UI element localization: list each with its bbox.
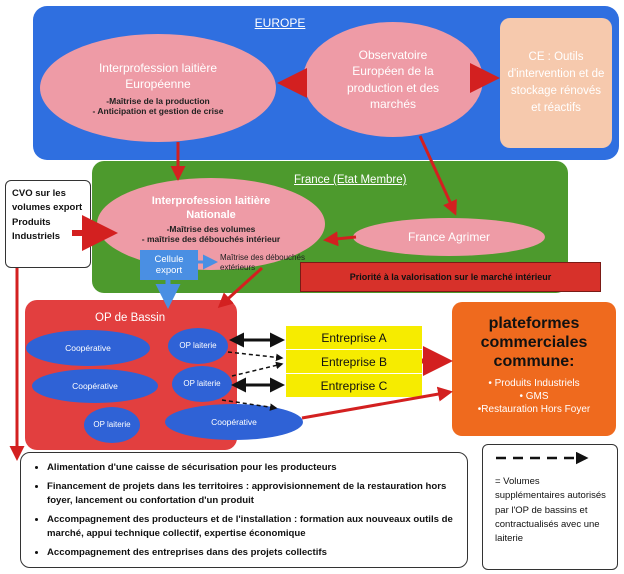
- europe-title: EUROPE: [254, 16, 306, 30]
- plateformes-title: plateformes commerciales commune:: [480, 315, 588, 371]
- op-laiterie-1: OP laiterie: [168, 328, 228, 364]
- ce-outils-label: CE : Outils d'intervention et de stockag…: [507, 50, 605, 115]
- arrow-nationale-to-op-bassin: [217, 266, 264, 309]
- france-agrimer-label: France Agrimer: [407, 230, 491, 244]
- entreprise-b-label: Entreprise B: [320, 354, 388, 369]
- cooperative-2: Coopérative: [32, 369, 158, 403]
- interprofession-nationale-title: Interprofession laitière Nationale: [151, 194, 271, 221]
- cooperative-1-label: Coopérative: [65, 343, 111, 353]
- cooperative-3: Coopérative: [165, 404, 303, 440]
- france-agrimer: France Agrimer: [353, 218, 545, 256]
- interprofession-europeenne-title: Interprofession laitière Européenne: [98, 60, 218, 91]
- entreprise-c: Entreprise C: [286, 374, 422, 397]
- action-item-4: Accompagnement des entreprises dans des …: [47, 546, 459, 560]
- actions-list: Alimentation d'une caisse de sécurisatio…: [29, 461, 459, 559]
- plateformes-item-1: • Produits Industriels: [488, 377, 580, 389]
- op-laiterie-3-label: OP laiterie: [93, 420, 131, 430]
- legend-box: = Volumes supplémentaires autorisés par …: [482, 444, 618, 570]
- plateformes-item-3: •Restauration Hors Foyer: [477, 403, 591, 415]
- action-item-2: Financement de projets dans les territoi…: [47, 480, 459, 508]
- cvo-label: CVO sur les volumes export Produits Indu…: [12, 188, 83, 242]
- entreprise-c-label: Entreprise C: [320, 378, 388, 393]
- arrow-op2-cooperative-3: [221, 399, 278, 411]
- arrow-observatoire-to-agrimer: [418, 135, 457, 216]
- interprofession-nationale-line2: - maîtrise des débouchés intérieur: [141, 234, 281, 245]
- france-title: France (Etat Membre): [294, 174, 407, 186]
- cvo-box: CVO sur les volumes export Produits Indu…: [5, 180, 91, 268]
- op-laiterie-2: OP laiterie: [172, 366, 232, 402]
- op-laiterie-1-label: OP laiterie: [179, 341, 217, 351]
- ce-outils-box: CE : Outils d'intervention et de stockag…: [500, 18, 612, 148]
- cellule-export-label: Cellule export: [154, 253, 184, 276]
- priorite-bar: Priorité à la valorisation sur le marché…: [300, 262, 601, 292]
- interprofession-europeenne-line2: - Anticipation et gestion de crise: [92, 106, 224, 117]
- cooperative-3-label: Coopérative: [211, 417, 257, 427]
- observatoire-label: Observatoire Européen de la production e…: [346, 48, 440, 111]
- plateformes-item-2: • GMS: [519, 390, 549, 402]
- cooperative-2-label: Coopérative: [72, 381, 118, 391]
- plateformes-box: plateformes commerciales commune: • Prod…: [452, 302, 616, 436]
- actions-box: Alimentation d'une caisse de sécurisatio…: [20, 452, 468, 568]
- arrow-agrimer-to-nationale: [323, 231, 357, 247]
- cooperative-1: Coopérative: [26, 330, 150, 366]
- arrow-op1-entreprise-b: [227, 351, 284, 362]
- entreprise-a: Entreprise A: [286, 326, 422, 349]
- priorite-label: Priorité à la valorisation sur le marché…: [349, 272, 552, 282]
- action-item-3: Accompagnement des producteurs et de l'i…: [47, 513, 459, 541]
- op-laiterie-2-label: OP laiterie: [183, 379, 221, 389]
- entreprise-b: Entreprise B: [286, 350, 422, 373]
- interprofession-nationale-line1: -Maîtrise des volumes: [166, 224, 256, 235]
- arrow-op2-entreprise-b: [231, 361, 284, 377]
- debouches-exterieurs-label: Maîtrise des débouchés extérieurs: [220, 253, 305, 272]
- legend-label: = Volumes supplémentaires autorisés par …: [495, 476, 606, 544]
- arrow-cooperative-3-to-plateformes: [301, 386, 453, 420]
- action-item-1: Alimentation d'une caisse de sécurisatio…: [47, 461, 459, 475]
- entreprise-a-label: Entreprise A: [321, 330, 387, 345]
- cellule-export-box: Cellule export: [140, 250, 198, 280]
- interprofession-europeenne: Interprofession laitière Européenne -Maî…: [40, 34, 276, 142]
- observatoire-europeen: Observatoire Européen de la production e…: [303, 22, 483, 137]
- op-bassin-title: OP de Bassin: [95, 312, 166, 324]
- op-laiterie-3: OP laiterie: [84, 407, 140, 443]
- interprofession-europeenne-line1: -Maîtrise de la production: [106, 96, 210, 107]
